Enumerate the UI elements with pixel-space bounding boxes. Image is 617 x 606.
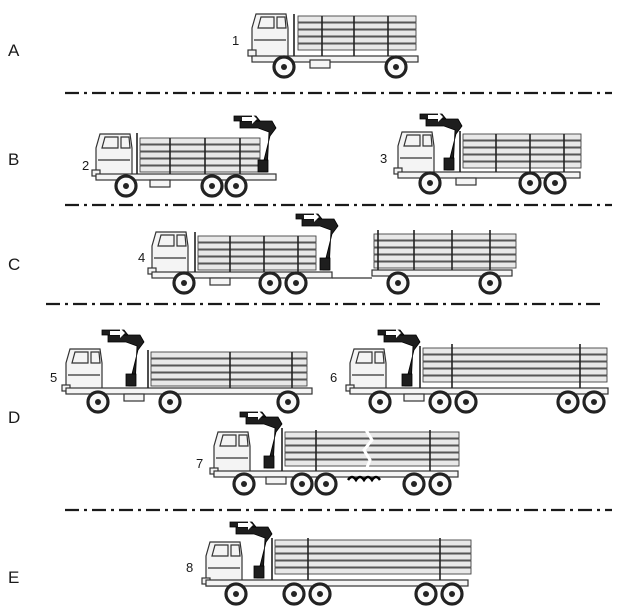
- vehicle-number-1: 1: [232, 33, 239, 48]
- vehicle-8: [201, 519, 472, 606]
- vehicle-7: [209, 409, 460, 496]
- vehicle-2: [91, 113, 277, 198]
- row-label-a: A: [8, 41, 20, 60]
- vehicle-5: [61, 327, 313, 414]
- vehicle-number-6: 6: [330, 370, 337, 385]
- row-label-b: B: [8, 150, 19, 169]
- vehicle-6: [345, 327, 609, 414]
- row-label-d: D: [8, 408, 20, 427]
- vehicle-number-3: 3: [380, 151, 387, 166]
- log-stack: [297, 15, 417, 51]
- vehicle-number-5: 5: [50, 370, 57, 385]
- vehicle-number-2: 2: [82, 158, 89, 173]
- vehicle-4: [147, 211, 517, 295]
- row-label-e: E: [8, 568, 19, 587]
- vehicle-number-4: 4: [138, 250, 145, 265]
- vehicle-1: [247, 13, 419, 79]
- row-label-c: C: [8, 255, 20, 274]
- vehicle-3: [393, 111, 582, 195]
- vehicle-number-8: 8: [186, 560, 193, 575]
- vehicle-number-7: 7: [196, 456, 203, 471]
